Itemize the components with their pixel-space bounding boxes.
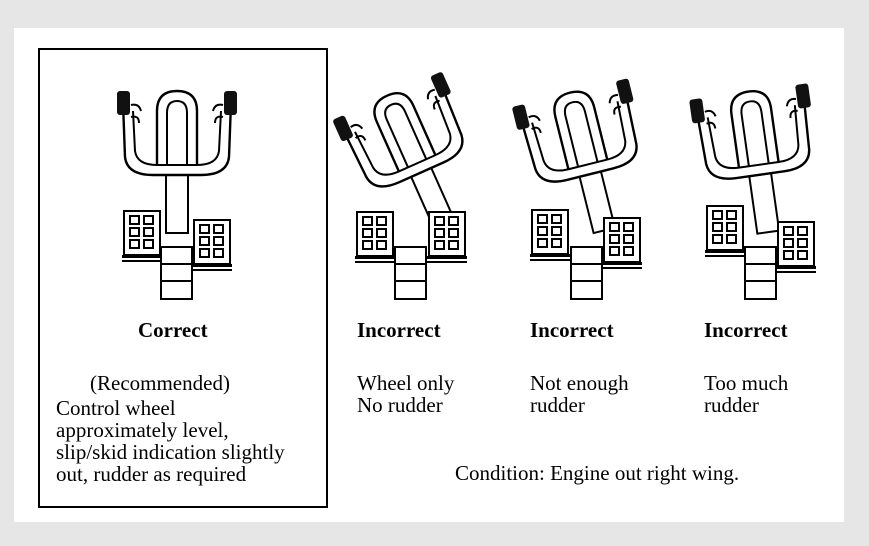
- verdict-label: Incorrect: [704, 318, 788, 342]
- description-line: rudder: [530, 393, 585, 417]
- figure-panel: [14, 28, 844, 522]
- description-line: approximately level,: [56, 418, 229, 442]
- verdict-label: Correct: [138, 318, 208, 342]
- verdict-label: Incorrect: [530, 318, 614, 342]
- description-line: Too much: [704, 371, 789, 395]
- rudder-pedals-icon: [704, 205, 817, 300]
- description-line: No rudder: [357, 393, 443, 417]
- description-line: rudder: [704, 393, 759, 417]
- description: Control wheel approximately level, slip/…: [56, 397, 285, 485]
- rudder-pedals-icon: [529, 209, 643, 300]
- description-line: Not enough: [530, 371, 629, 395]
- description-line: slip/skid indication slightly: [56, 440, 285, 464]
- description-line: Wheel only: [357, 371, 455, 395]
- rudder-pedals-icon: [354, 211, 468, 300]
- recommended-frame: [38, 48, 328, 508]
- condition-caption: Condition: Engine out right wing.: [455, 461, 740, 485]
- description: Wheel only No rudder: [357, 372, 454, 416]
- description: Too much rudder: [704, 372, 788, 416]
- verdict-label: Incorrect: [357, 318, 441, 342]
- description-line: Control wheel: [56, 396, 176, 420]
- recommended-note: (Recommended): [90, 371, 230, 395]
- description: Not enough rudder: [530, 372, 629, 416]
- rudder-pedals-icon: [121, 210, 233, 300]
- description-line: out, rudder as required: [56, 462, 247, 486]
